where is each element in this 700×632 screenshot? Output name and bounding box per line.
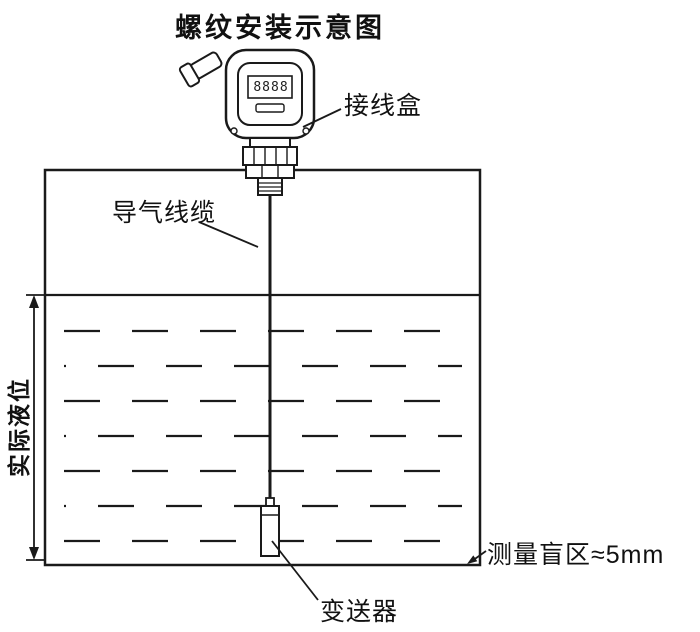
label-air-cable: 导气线缆 <box>112 199 217 227</box>
dimension-actual-level <box>26 294 45 561</box>
label-junction-box: 接线盒 <box>344 92 423 120</box>
label-blind-zone: 测量盲区≈5mm <box>487 541 665 569</box>
diagram-title: 螺纹安装示意图 <box>175 13 385 43</box>
dimension-arrow-up <box>29 295 39 308</box>
leader-blind-zone <box>467 550 487 564</box>
leader-air-cable <box>198 221 259 248</box>
hex-nut <box>245 164 295 179</box>
screw-icon <box>230 127 238 135</box>
leader-transmitter <box>271 540 319 601</box>
blind-zone-arrow <box>467 555 478 564</box>
display-digits: 8888 <box>253 80 289 95</box>
neck <box>249 137 291 148</box>
display-button <box>255 103 285 113</box>
label-actual-level: 实际液位 <box>6 377 32 477</box>
screw-icon <box>302 127 310 135</box>
leader-junction-box <box>302 108 342 128</box>
cable-gland-icon <box>178 51 223 88</box>
transmitter-head <box>178 48 316 196</box>
label-transmitter: 变送器 <box>320 598 399 626</box>
dimension-arrow-down <box>29 547 39 560</box>
display-window <box>247 75 293 99</box>
terminal-block <box>242 146 298 166</box>
